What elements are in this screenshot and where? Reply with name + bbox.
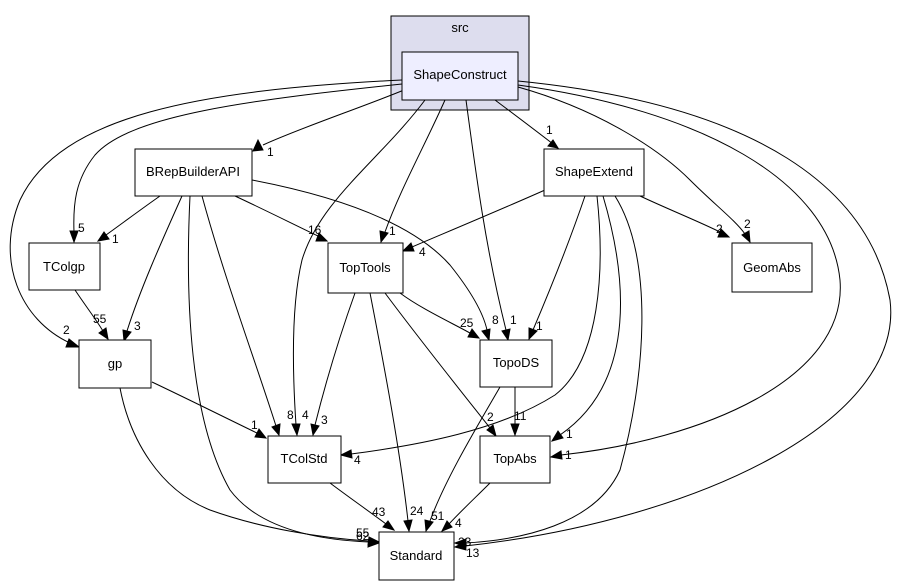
edge-label: 4 xyxy=(354,453,361,467)
edge-label: 3 xyxy=(134,319,141,333)
node-label: Standard xyxy=(390,548,443,563)
node-label: GeomAbs xyxy=(743,260,801,275)
edge-label: 8 xyxy=(287,408,294,422)
edge-brepbuilderapi-gp: 3 xyxy=(122,195,183,343)
edge-tcolgp-gp: 55 xyxy=(74,289,109,341)
edge-shapeconstruct-gp: 2 xyxy=(9,79,403,348)
edge-shapeconstruct-tcolgp: 5 xyxy=(69,83,403,244)
edge-label: 24 xyxy=(410,504,424,518)
edges: 1 1 5 2 2 1 xyxy=(9,79,892,560)
edge-shapeconstruct-tcolstd: 4 xyxy=(291,99,426,437)
edge-brepbuilderapi-toptools: 16 xyxy=(234,195,329,242)
edge-label: 2 xyxy=(487,410,494,424)
node-tcolstd[interactable]: TColStd xyxy=(267,435,342,484)
edge-label: 51 xyxy=(431,509,445,523)
node-topabs[interactable]: TopAbs xyxy=(479,435,551,484)
edge-label: 11 xyxy=(514,409,527,423)
cluster-label: src xyxy=(451,20,469,35)
edge-shapeconstruct-shapeextend: 1 xyxy=(494,99,560,149)
node-label: ShapeConstruct xyxy=(413,67,507,82)
node-label: TColStd xyxy=(281,451,328,466)
node-topods[interactable]: TopoDS xyxy=(479,339,553,388)
edge-brepbuilderapi-topods: 8 xyxy=(251,179,499,342)
edge-label: 5 xyxy=(78,221,85,235)
edge-label: 2 xyxy=(744,217,751,231)
edge-shapeconstruct-brepbuilderapi: 1 xyxy=(252,89,405,159)
edge-tcolstd-standard: 43 xyxy=(329,482,396,531)
edge-toptools-tcolstd: 3 xyxy=(310,292,356,437)
edge-label: 4 xyxy=(302,408,309,422)
edge-label: 1 xyxy=(389,224,396,238)
node-toptools[interactable]: TopTools xyxy=(327,242,404,294)
edge-shapeextend-geomabs: 2 xyxy=(639,195,731,238)
edge-shapeextend-standard: 23 xyxy=(453,195,643,549)
edge-toptools-topabs: 2 xyxy=(384,292,497,438)
edge-label: 3 xyxy=(321,413,328,427)
edge-label: 1 xyxy=(546,123,553,137)
edge-brepbuilderapi-tcolgp: 1 xyxy=(96,195,161,246)
edge-gp-standard: 55 xyxy=(119,387,381,546)
edge-label: 55 xyxy=(356,526,370,540)
node-gp[interactable]: gp xyxy=(78,339,152,389)
edge-label: 2 xyxy=(716,222,723,236)
edge-label: 1 xyxy=(510,313,517,327)
edge-label: 23 xyxy=(458,535,472,549)
edge-label: 1 xyxy=(251,418,258,432)
edge-label: 1 xyxy=(112,232,119,246)
node-label: TopTools xyxy=(339,260,391,275)
node-label: TopAbs xyxy=(493,451,537,466)
edge-toptools-standard: 24 xyxy=(369,292,424,533)
edge-topods-standard: 51 xyxy=(424,386,501,533)
edge-shapeconstruct-topods: 1 xyxy=(465,99,517,342)
edge-gp-tcolstd: 1 xyxy=(151,381,268,439)
edge-label: 1 xyxy=(566,427,573,441)
edge-shapeconstruct-toptools: 1 xyxy=(379,99,446,244)
edge-label: 1 xyxy=(536,319,543,333)
node-shapeconstruct[interactable]: ShapeConstruct xyxy=(401,51,519,101)
node-label: BRepBuilderAPI xyxy=(146,164,240,179)
edge-label: 4 xyxy=(455,516,462,530)
edge-label: 8 xyxy=(492,313,499,327)
edge-label: 62 xyxy=(356,529,370,543)
edge-label: 13 xyxy=(466,546,480,560)
edge-label: 1 xyxy=(565,448,572,462)
node-label: gp xyxy=(108,356,122,371)
edge-topods-topabs: 11 xyxy=(510,387,527,437)
edge-shapeconstruct-topabs: 1 xyxy=(517,84,841,462)
edge-label: 25 xyxy=(460,316,474,330)
node-standard[interactable]: Standard xyxy=(378,531,455,581)
node-tcolgp[interactable]: TColgp xyxy=(28,242,101,291)
edge-shapeextend-topabs: 1 xyxy=(550,195,621,442)
edge-shapeextend-tcolstd: 4 xyxy=(339,195,601,467)
edge-shapeconstruct-standard: 13 xyxy=(453,80,892,560)
edge-shapeextend-toptools: 4 xyxy=(401,189,546,259)
node-brepbuilderapi[interactable]: BRepBuilderAPI xyxy=(134,148,253,197)
edge-shapeconstruct-geomabs: 2 xyxy=(517,86,751,244)
edge-topabs-standard: 4 xyxy=(440,482,491,532)
edge-brepbuilderapi-tcolstd: 8 xyxy=(201,195,294,437)
edge-shapeextend-topods: 1 xyxy=(528,195,586,341)
node-label: ShapeExtend xyxy=(555,164,633,179)
node-geomabs[interactable]: GeomAbs xyxy=(731,242,813,293)
edge-label: 43 xyxy=(372,505,386,519)
edge-label: 2 xyxy=(63,323,70,337)
edge-label: 1 xyxy=(267,145,274,159)
edge-label: 55 xyxy=(93,312,107,326)
node-label: TColgp xyxy=(43,259,85,274)
node-shapeextend[interactable]: ShapeExtend xyxy=(543,148,645,197)
edge-toptools-topods: 25 xyxy=(399,292,481,339)
edge-label: 4 xyxy=(419,245,426,259)
node-label: TopoDS xyxy=(493,355,540,370)
edge-label: 16 xyxy=(308,223,322,237)
